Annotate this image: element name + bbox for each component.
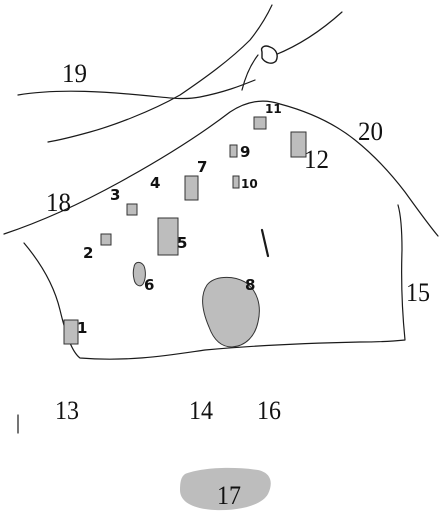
line-upper-left bbox=[17, 79, 256, 100]
label-6: 6 bbox=[144, 276, 154, 294]
area-17 bbox=[180, 467, 271, 511]
label-14: 14 bbox=[189, 396, 213, 425]
pond-6 bbox=[132, 261, 146, 287]
building-2 bbox=[100, 233, 112, 246]
line-to-nw bbox=[274, 11, 343, 56]
building-1 bbox=[63, 319, 79, 345]
label-10: 10 bbox=[241, 177, 258, 191]
map-labels: 1 2 3 4 5 6 7 8 9 10 11 12 13 14 15 16 1… bbox=[46, 59, 430, 510]
line-upper-long bbox=[47, 4, 273, 143]
building-7 bbox=[184, 175, 199, 201]
label-15: 15 bbox=[406, 278, 430, 307]
building-12 bbox=[290, 131, 307, 158]
label-11: 11 bbox=[265, 102, 282, 116]
building-10 bbox=[232, 175, 240, 189]
label-12: 12 bbox=[304, 145, 329, 174]
line-right-branch bbox=[241, 54, 259, 91]
building-3 bbox=[126, 203, 138, 216]
label-3: 3 bbox=[110, 186, 120, 204]
label-13: 13 bbox=[55, 396, 79, 425]
pond-8 bbox=[202, 277, 260, 348]
label-19: 19 bbox=[62, 59, 87, 88]
building-9 bbox=[229, 144, 238, 158]
line-small-stroke bbox=[260, 228, 270, 258]
building-5 bbox=[157, 217, 179, 256]
label-4: 4 bbox=[150, 174, 160, 192]
label-17: 17 bbox=[217, 481, 241, 510]
label-2: 2 bbox=[83, 244, 93, 262]
building-11 bbox=[253, 116, 267, 130]
label-7: 7 bbox=[197, 158, 207, 176]
label-20: 20 bbox=[358, 117, 383, 146]
label-9: 9 bbox=[240, 143, 250, 161]
line-ridge bbox=[3, 100, 439, 237]
label-8: 8 bbox=[245, 276, 255, 294]
label-18: 18 bbox=[46, 188, 71, 217]
label-16: 16 bbox=[257, 396, 281, 425]
label-5: 5 bbox=[177, 234, 187, 252]
small-pond-north bbox=[260, 45, 278, 64]
label-1: 1 bbox=[77, 319, 87, 337]
map-features bbox=[63, 45, 307, 511]
